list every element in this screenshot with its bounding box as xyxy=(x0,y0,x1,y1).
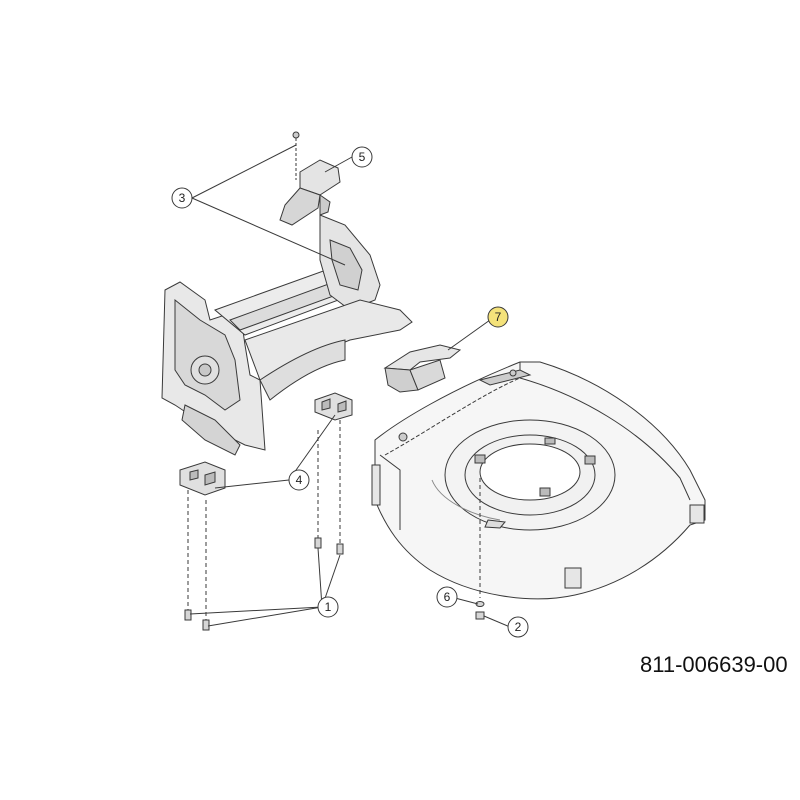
callout-7: 7 xyxy=(487,306,509,328)
callout-4-label: 4 xyxy=(296,473,303,487)
handle-bracket-assembly xyxy=(161,194,413,456)
callout-2-label: 2 xyxy=(515,620,522,634)
callout-7-highlight xyxy=(487,306,509,328)
callout-3: 3 xyxy=(171,187,193,209)
callout-5: 5 xyxy=(351,146,373,168)
part-4-clips xyxy=(179,392,353,496)
callout-6-label: 6 xyxy=(444,590,451,604)
callout-6: 6 xyxy=(436,586,458,608)
callout-1: 1 xyxy=(317,596,339,618)
callout-7-label: 7 xyxy=(495,310,502,324)
parts-6-2-fasteners xyxy=(475,478,485,620)
callout-2: 2 xyxy=(507,616,529,638)
callout-5-label: 5 xyxy=(359,150,366,164)
callout-4: 4 xyxy=(288,469,310,491)
callout-3-label: 3 xyxy=(179,191,186,205)
part-7-deflector xyxy=(383,344,462,393)
diagram-part-number: 811-006639-00 xyxy=(640,652,788,677)
callout-1-label: 1 xyxy=(325,600,332,614)
part-5-top-clip xyxy=(279,131,341,226)
mower-deck xyxy=(371,361,706,600)
part-1-screws xyxy=(184,420,344,631)
